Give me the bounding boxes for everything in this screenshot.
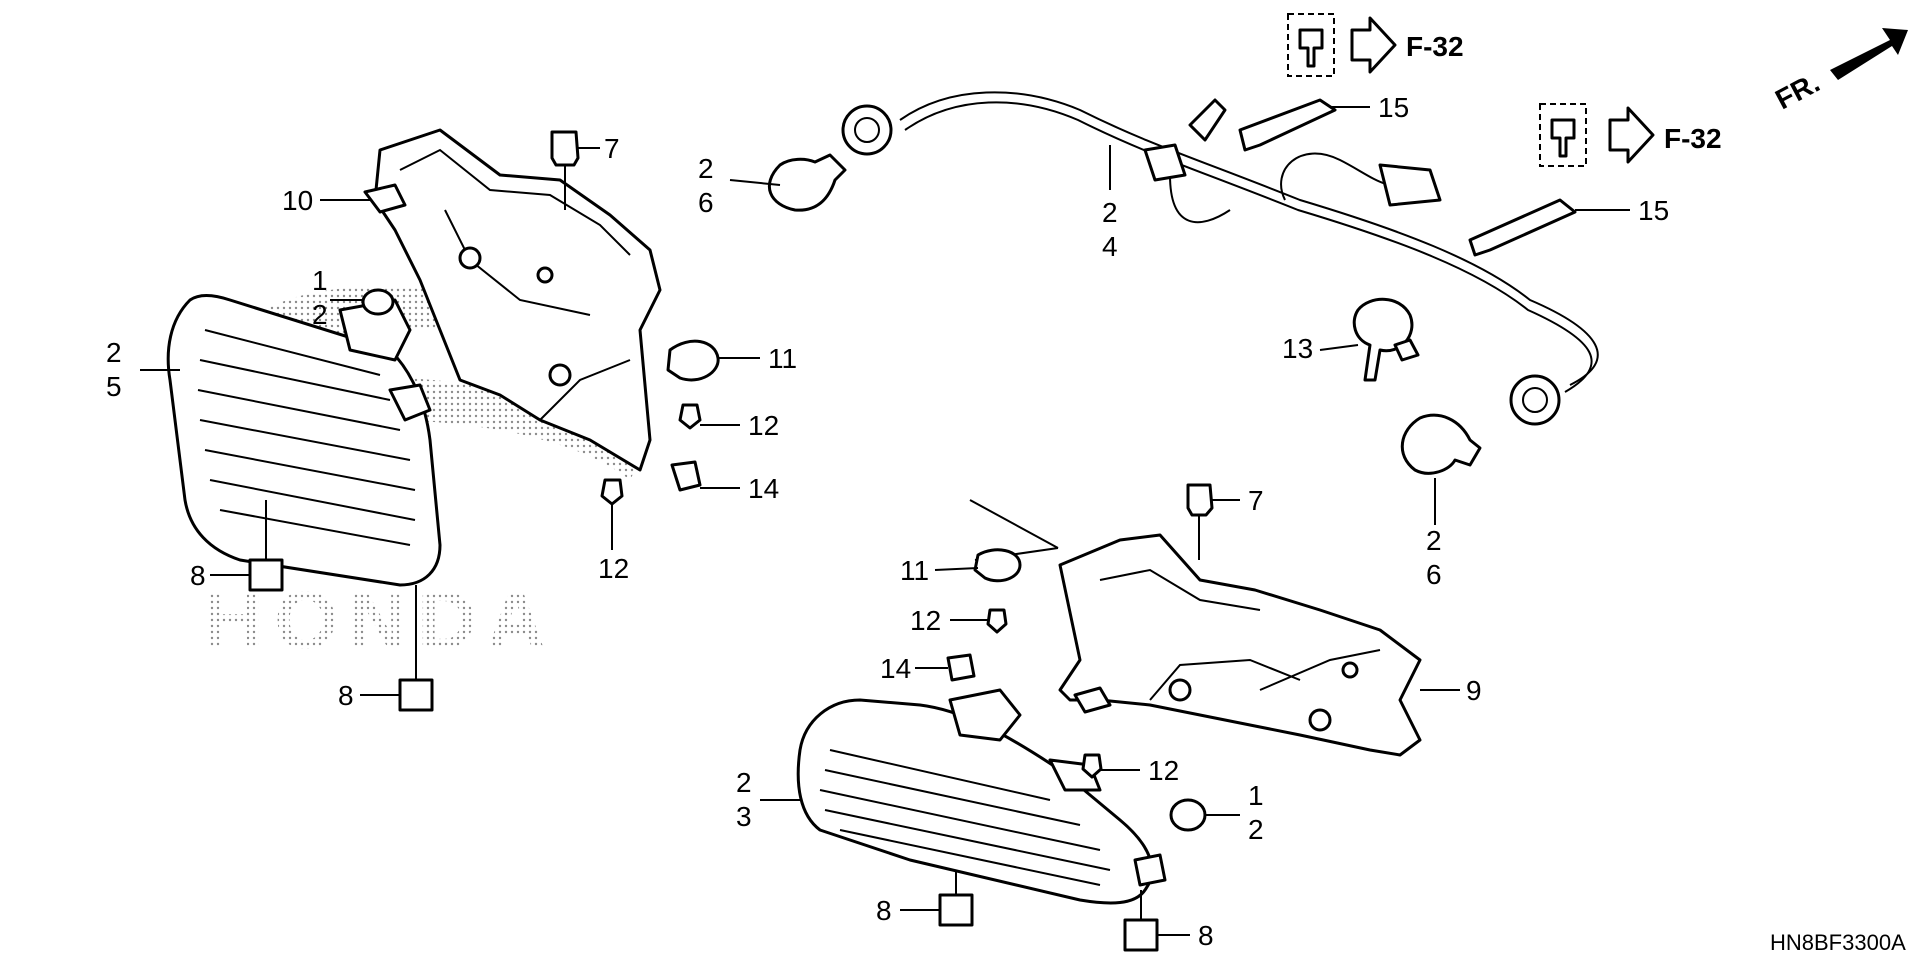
callout-9: 9 [1466,675,1482,706]
right-small-parts [938,483,1214,952]
clip-icon [1238,98,1577,382]
arrow-right-icon [1350,16,1397,74]
callout-1: 1 [312,265,328,296]
callout-10: 10 [282,185,313,216]
callout-7: 7 [604,133,620,164]
socket-icon [841,104,1561,426]
clip-icon [670,460,702,492]
grommet-icon [550,130,580,167]
bulb-icon [767,153,1482,525]
callout-4: 4 [1102,231,1118,262]
callout-8: 8 [876,895,892,926]
callout-8: 8 [338,680,354,711]
ref-f32-a: F-32 [1287,13,1464,77]
grommet-icon [1123,918,1159,952]
left-bracket [363,128,662,472]
ref-f32-b: F-32 [1539,103,1722,167]
callout-2: 2 [736,767,752,798]
screw-icon [986,608,1008,634]
clip-icon [946,653,976,682]
callout-3: 3 [736,801,752,832]
grommet-icon [938,893,974,927]
callout-8: 8 [190,560,206,591]
callout-2: 2 [1102,197,1118,228]
callout-7: 7 [1248,485,1264,516]
right-headlight [796,688,1167,905]
ref-label-a: F-32 [1406,31,1464,62]
callout-11: 11 [900,555,929,586]
callout-labels: 7 10 1 2 2 5 11 12 14 12 8 8 2 6 2 4 15 … [106,92,1669,951]
direction-label: FR. [1770,67,1824,116]
screw-icon [600,403,702,506]
callout-12: 12 [910,605,941,636]
callout-2: 2 [1248,814,1264,845]
callout-2: 2 [312,299,328,330]
grommet-icon [398,678,434,712]
callout-5: 5 [106,371,122,402]
callout-12: 12 [748,410,779,441]
callout-15: 15 [1638,195,1669,226]
callout-2: 2 [698,153,714,184]
clip-icon [1550,118,1576,158]
callout-13: 13 [1282,333,1313,364]
grommet-icon [1186,483,1214,517]
grommet-icon [1169,798,1207,832]
clip-icon [666,339,720,382]
callout-2: 2 [1426,525,1442,556]
left-headlight [166,294,442,587]
callout-6: 6 [698,187,714,218]
leader-lines [140,106,1630,936]
callout-2: 2 [106,337,122,368]
left-small-parts [248,130,720,712]
wire-harness [899,91,1599,393]
callout-12: 12 [598,553,629,584]
right-bracket [969,499,1422,757]
diagram-code: HN8BF3300A [1770,930,1906,955]
clip-icon [1298,28,1324,68]
arrow-right-icon [1608,106,1655,164]
callout-14: 14 [880,653,911,684]
callout-12: 12 [1148,755,1179,786]
fr-arrow-icon: FR. [1770,28,1908,115]
callout-1: 1 [1248,780,1264,811]
grommet-icon [248,558,284,592]
ref-label-b: F-32 [1664,123,1722,154]
clip-icon [973,548,1022,583]
screw-icon [1081,753,1103,779]
callout-8: 8 [1198,920,1214,951]
callout-6: 6 [1426,559,1442,590]
callout-11: 11 [768,343,797,374]
callout-14: 14 [748,473,779,504]
grommet-icon [361,288,395,316]
callout-15: 15 [1378,92,1409,123]
